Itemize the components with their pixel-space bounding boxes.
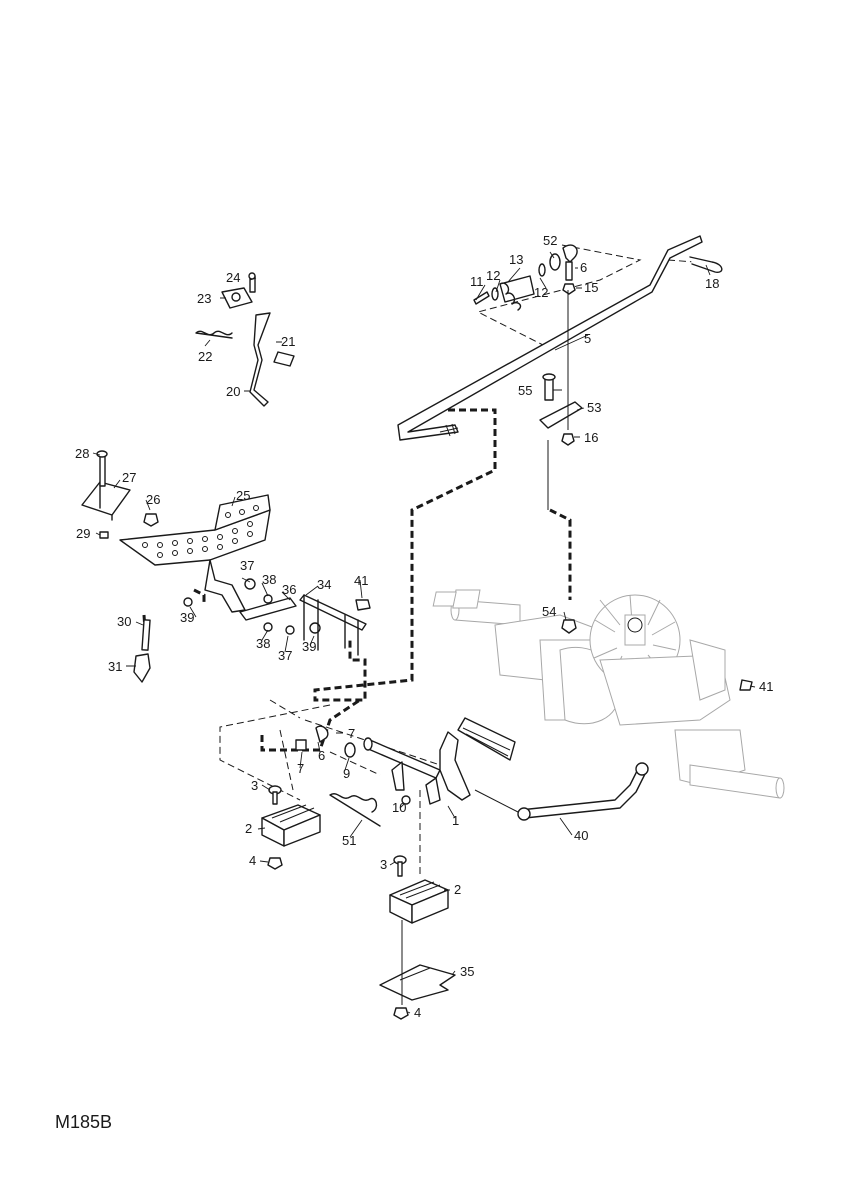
- callout-18: 18: [705, 276, 719, 291]
- tread-holes: [142, 505, 259, 558]
- callout-6-top: 6: [580, 260, 587, 275]
- callout-3-left: 3: [251, 778, 258, 793]
- callout-7-right: 7: [348, 726, 355, 741]
- callout-53: 53: [587, 400, 601, 415]
- callout-20: 20: [226, 384, 240, 399]
- phantom-lines: [142, 244, 696, 875]
- link-plate-36: [183, 578, 321, 635]
- callout-40: 40: [574, 828, 588, 843]
- callout-38-top: 38: [262, 572, 276, 587]
- callout-6-lower: 6: [318, 748, 325, 763]
- callout-12-lower: 12: [534, 285, 548, 300]
- callout-2-right: 2: [454, 882, 461, 897]
- callout-10: 10: [392, 800, 406, 815]
- callout-numbers: 24 23 22 21 20 11 12 13 52 6 12 15 18 5 …: [75, 233, 773, 1020]
- callout-27: 27: [122, 470, 136, 485]
- diagram-code: M185B: [55, 1112, 113, 1132]
- callout-26: 26: [146, 492, 160, 507]
- callout-31: 31: [108, 659, 122, 674]
- callout-25: 25: [236, 488, 250, 503]
- callout-54: 54: [542, 604, 556, 619]
- callout-39-right: 39: [302, 639, 316, 654]
- callout-23: 23: [197, 291, 211, 306]
- callout-1: 1: [452, 813, 459, 828]
- callout-37-top: 37: [240, 558, 254, 573]
- pedal-assembly: [295, 717, 516, 827]
- bracket-53: [539, 290, 583, 510]
- callout-9: 9: [343, 766, 350, 781]
- callout-4-left: 4: [249, 853, 256, 868]
- callout-5: 5: [584, 331, 591, 346]
- callout-39-left: 39: [180, 610, 194, 625]
- throttle-assembly: [195, 272, 295, 407]
- nut-54: [432, 591, 577, 634]
- callout-13: 13: [509, 252, 523, 267]
- callout-7-left: 7: [297, 761, 304, 776]
- rod-30: [133, 619, 151, 683]
- callout-21: 21: [281, 334, 295, 349]
- callout-52: 52: [543, 233, 557, 248]
- callout-3-right: 3: [380, 857, 387, 872]
- callout-51: 51: [342, 833, 356, 848]
- callout-12: 12: [486, 268, 500, 283]
- callout-29: 29: [76, 526, 90, 541]
- mount-block-right: [389, 855, 449, 924]
- callout-28: 28: [75, 446, 89, 461]
- pedal-bracket-27: [81, 450, 159, 539]
- callout-41-right: 41: [759, 679, 773, 694]
- callout-2-left: 2: [245, 821, 252, 836]
- callout-38-lower: 38: [256, 636, 270, 651]
- lift-rod: [397, 235, 703, 441]
- rod-40: [474, 679, 753, 821]
- callout-36: 36: [282, 582, 296, 597]
- callout-35: 35: [460, 964, 474, 979]
- callout-37-lower: 37: [278, 648, 292, 663]
- spring-stack: [473, 244, 578, 311]
- callout-16: 16: [584, 430, 598, 445]
- bracket-plate-35: [379, 920, 456, 1020]
- callout-41-top: 41: [354, 573, 368, 588]
- callout-4-right: 4: [414, 1005, 421, 1020]
- callout-34: 34: [317, 577, 331, 592]
- leader-lines: [92, 251, 756, 1014]
- callout-15: 15: [584, 280, 598, 295]
- callout-24: 24: [226, 270, 240, 285]
- callout-11: 11: [470, 274, 484, 289]
- mount-block-left: [261, 785, 321, 870]
- hairpin-clip: [689, 256, 723, 273]
- footrest-plate: [119, 494, 271, 613]
- link-bracket-34: [299, 594, 371, 656]
- transaxle-assembly: [450, 589, 785, 799]
- callout-55: 55: [518, 383, 532, 398]
- callout-22: 22: [198, 349, 212, 364]
- callout-30: 30: [117, 614, 131, 629]
